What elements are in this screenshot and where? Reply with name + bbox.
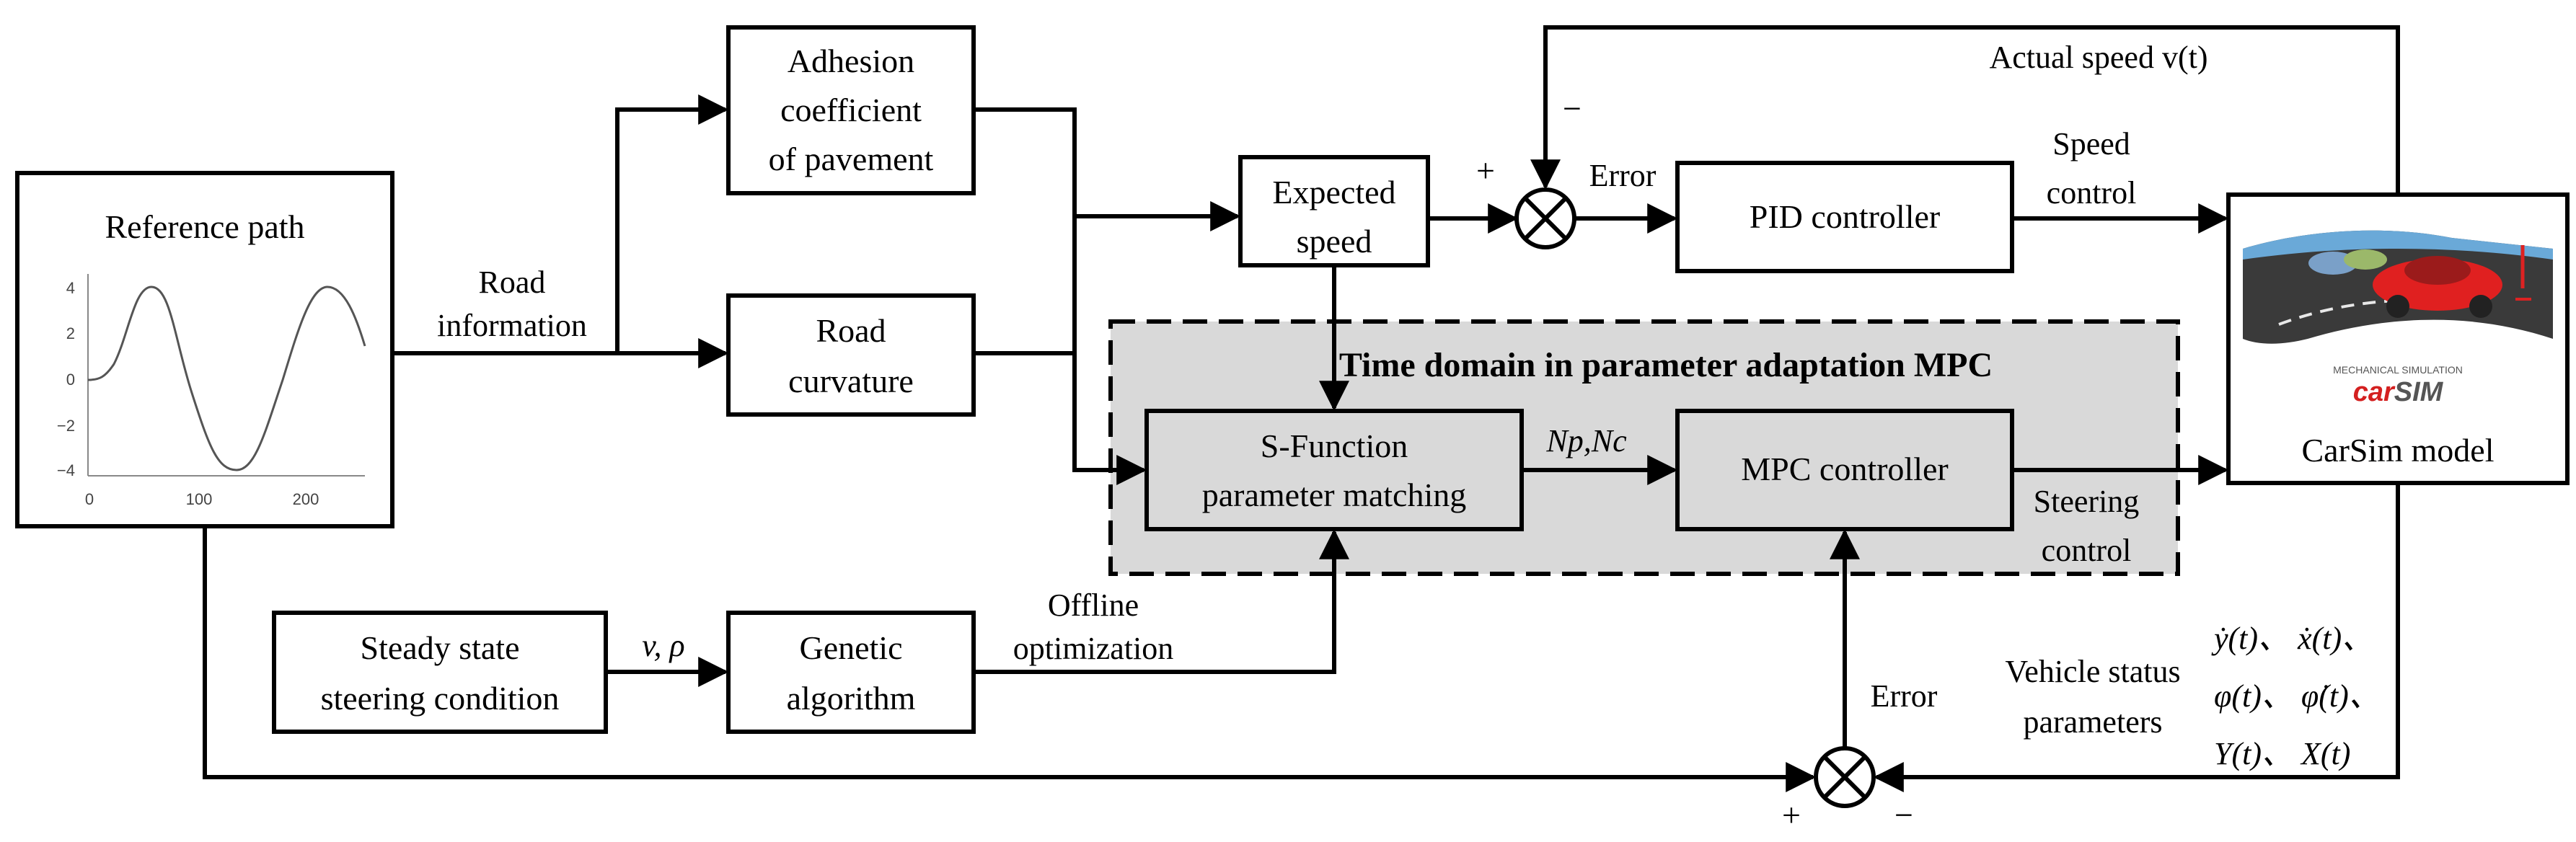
bottom-summing-junction xyxy=(1814,746,1876,808)
carsim-model-label: CarSim model xyxy=(2301,432,2494,469)
adhesion-box xyxy=(726,25,976,195)
svg-text:Road: Road xyxy=(816,312,886,349)
pid-controller-box xyxy=(1675,161,2014,273)
steering-control-label-2: control xyxy=(2042,533,2132,568)
svg-text:Adhesion: Adhesion xyxy=(788,43,914,79)
offline-optimization-label: Offline xyxy=(1048,588,1139,623)
svg-text:coefficient: coefficient xyxy=(780,92,922,128)
actual-speed-label: Actual speed v(t) xyxy=(1990,40,2208,75)
svg-text:Steady state: Steady state xyxy=(361,629,520,666)
svg-text:MPC controller: MPC controller xyxy=(1741,451,1948,487)
road-information-label: Road xyxy=(479,265,546,300)
svg-text:curvature: curvature xyxy=(788,363,914,399)
vehicle-status-row-3: Y(t)、 X(t) xyxy=(2214,736,2350,771)
steady-state-box xyxy=(272,611,608,734)
svg-text:0: 0 xyxy=(85,490,94,508)
svg-text:speed: speed xyxy=(1297,223,1372,260)
svg-text:PID controller: PID controller xyxy=(1750,198,1940,235)
svg-text:0: 0 xyxy=(66,371,75,389)
carsim-logo-tagline: MECHANICAL SIMULATION xyxy=(2333,364,2463,376)
reference-path-curve xyxy=(87,285,366,471)
error-label-top: Error xyxy=(1589,158,1657,193)
svg-text:algorithm: algorithm xyxy=(787,680,916,717)
svg-text:Expected: Expected xyxy=(1272,174,1395,211)
svg-text:−4: −4 xyxy=(57,461,75,479)
svg-text:Genetic: Genetic xyxy=(799,629,902,666)
vehicle-status-label-2: parameters xyxy=(2024,704,2163,740)
vehicle-status-row-1: ẏ(t)、 ẋ(t)、 xyxy=(2211,621,2373,656)
svg-text:of pavement: of pavement xyxy=(769,141,934,177)
speed-control-label: Speed xyxy=(2052,126,2130,161)
vehicle-status-row-2: φ(t)、 φ̇(t)、 xyxy=(2214,678,2381,714)
minus-sign-top: − xyxy=(1563,90,1582,127)
reference-path-title: Reference path xyxy=(105,208,304,245)
svg-text:200: 200 xyxy=(293,490,319,508)
np-nc-label: Np,Nc xyxy=(1545,423,1627,458)
carsim-model-box: MECHANICAL SIMULATION carSIM CarSim mode… xyxy=(2226,192,2570,485)
svg-text:S-Function: S-Function xyxy=(1261,427,1408,464)
v-rho-label: v, ρ xyxy=(642,628,684,663)
road-information-label-2: information xyxy=(437,308,587,343)
mpc-controller-box xyxy=(1675,409,2014,531)
vehicle-status-label: Vehicle status xyxy=(2005,654,2180,689)
svg-text:steering condition: steering condition xyxy=(321,680,560,717)
minus-sign-bottom: − xyxy=(1894,797,1913,833)
offline-optimization-label-2: optimization xyxy=(1013,631,1173,666)
error-label-bottom: Error xyxy=(1871,678,1938,714)
top-summing-junction xyxy=(1514,187,1576,249)
svg-text:2: 2 xyxy=(66,324,75,342)
carsim-logo: carSIM xyxy=(2353,377,2444,407)
steering-control-label: Steering xyxy=(2034,484,2140,519)
plus-sign-top: + xyxy=(1476,152,1495,189)
svg-text:parameter matching: parameter matching xyxy=(1202,477,1467,513)
svg-text:100: 100 xyxy=(186,490,213,508)
road-curvature-box xyxy=(726,293,976,417)
mpc-region-title: Time domain in parameter adaptation MPC xyxy=(1339,346,1993,384)
s-function-box xyxy=(1144,409,1524,531)
reference-path-panel: Reference path 4 2 0 −2 −4 0 100 200 xyxy=(15,171,394,528)
svg-text:−2: −2 xyxy=(57,417,75,435)
speed-control-label-2: control xyxy=(2047,175,2137,211)
plus-sign-bottom: + xyxy=(1782,797,1801,833)
svg-text:4: 4 xyxy=(66,279,75,297)
